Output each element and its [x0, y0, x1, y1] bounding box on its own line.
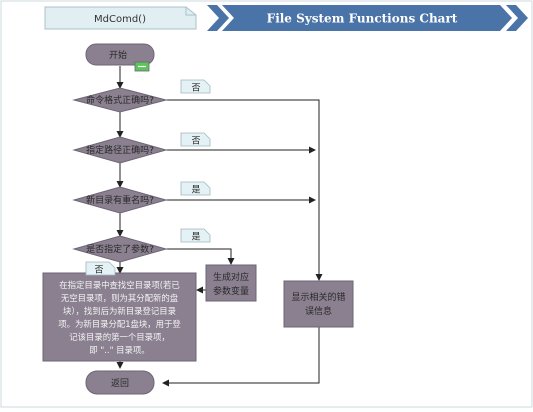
process-box: 在指定目录中查找空目录项(若已 无空目录项，则为其分配新的盘 块），找到后为新目…: [42, 272, 197, 362]
chart-title-banner: File System Functions Chart: [207, 5, 528, 31]
svg-text:是: 是: [191, 185, 200, 196]
decision-format: 命令格式正确吗?: [72, 87, 168, 113]
decision-path-label: 指定路径正确吗?: [86, 144, 154, 156]
decision-duplicate-label: 新目录有重名吗?: [86, 194, 154, 206]
edge-d4-gen: [166, 248, 235, 265]
function-name-tag: MdComd(): [44, 6, 197, 30]
start-node: 开始: [85, 43, 155, 72]
svg-text:否: 否: [191, 136, 200, 147]
edge-label-no-params: 否: [85, 261, 116, 276]
error-line: 误信息: [305, 305, 332, 317]
edge-label-yes-duplicate: 是: [180, 181, 211, 196]
return-label: 返回: [111, 377, 129, 389]
decision-params: 是否指定了参数?: [72, 235, 168, 263]
edge-d1-error: [166, 99, 323, 281]
start-label: 开始: [109, 49, 127, 61]
edge-label-no-format: 否: [180, 79, 211, 94]
decision-params-label: 是否指定了参数?: [86, 243, 154, 255]
generate-params-line: 生成对应: [213, 271, 249, 283]
edge-label-no-path: 否: [180, 132, 211, 147]
decision-duplicate: 新目录有重名吗?: [72, 186, 168, 214]
chart-title-text: File System Functions Chart: [267, 12, 458, 26]
process-line: 无空目录项，则为其分配新的盘: [61, 293, 178, 303]
function-name-text: MdComd(): [94, 14, 146, 25]
decision-format-label: 命令格式正确吗?: [86, 94, 154, 106]
process-line: 即 ".." 目录项。: [89, 345, 149, 355]
edge-error-return: [162, 327, 320, 387]
process-line: 在指定目录中查找空目录项(若已: [59, 280, 180, 290]
decision-path: 指定路径正确吗?: [72, 136, 168, 164]
return-node: 返回: [85, 370, 155, 395]
svg-text:否: 否: [94, 265, 103, 276]
process-line: 块），找到后为新目录登记目录: [63, 306, 176, 316]
process-line: 项。为新目录分配1盘块，用于登: [58, 319, 181, 329]
connectors: [116, 66, 323, 387]
edge-label-yes-params: 是: [180, 228, 211, 243]
generate-params-line: 参数变量: [213, 285, 249, 297]
process-line: 记该目录的第一个目录项，: [69, 332, 170, 342]
svg-text:是: 是: [191, 232, 200, 243]
error-box: 显示相关的错 误信息: [283, 280, 354, 328]
svg-text:否: 否: [191, 83, 200, 94]
generate-params-box: 生成对应 参数变量: [205, 264, 257, 302]
error-line: 显示相关的错: [291, 291, 345, 303]
